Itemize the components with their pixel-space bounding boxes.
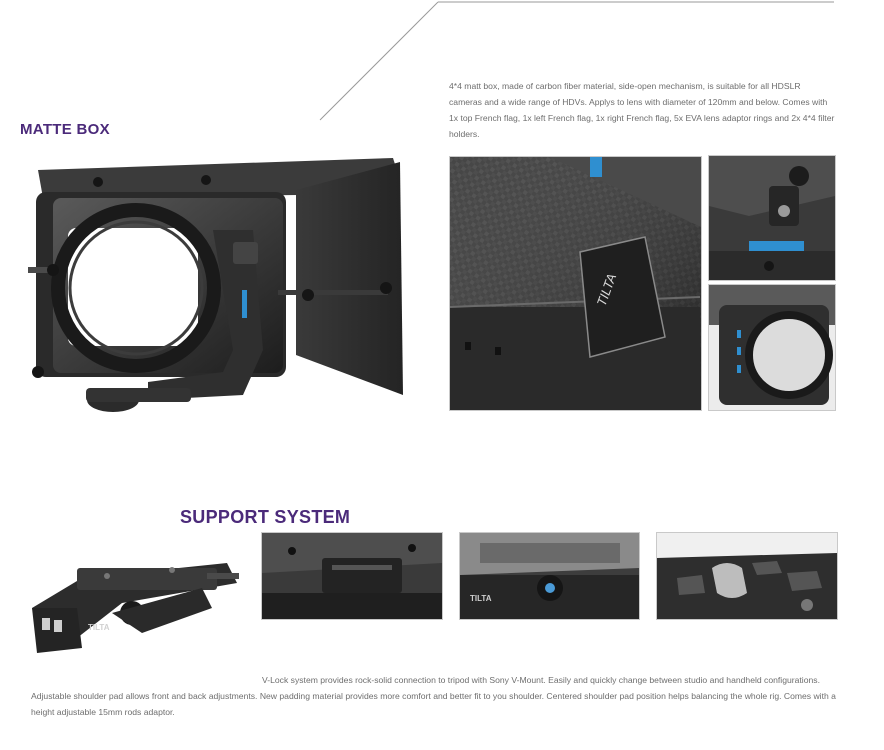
detail-label-text: TILTA <box>470 594 492 603</box>
matte-box-detail-photo-carbon: TILTA <box>449 156 702 411</box>
support-description-line2: Adjustable shoulder pad allows front and… <box>31 691 836 717</box>
support-detail-photo-clamp: TILTA <box>459 532 640 620</box>
support-system-heading: SUPPORT SYSTEM <box>180 507 351 527</box>
matte-box-product-image <box>28 150 408 430</box>
matte-box-detail-photo-ring <box>708 284 836 411</box>
matte-box-detail-photo-mechanism <box>708 155 836 281</box>
support-system-product-image: TILTA <box>22 548 252 663</box>
product-label-text: TILTA <box>88 623 110 632</box>
support-detail-photo-vlock <box>261 532 443 620</box>
support-description-line1: V-Lock system provides rock-solid connec… <box>262 675 820 685</box>
decorative-line <box>319 1 834 121</box>
matte-box-description: 4*4 matt box, made of carbon fiber mater… <box>449 81 835 139</box>
support-detail-photo-shoulder-pad <box>656 532 838 620</box>
matte-box-heading: MATTE BOX <box>20 121 110 138</box>
